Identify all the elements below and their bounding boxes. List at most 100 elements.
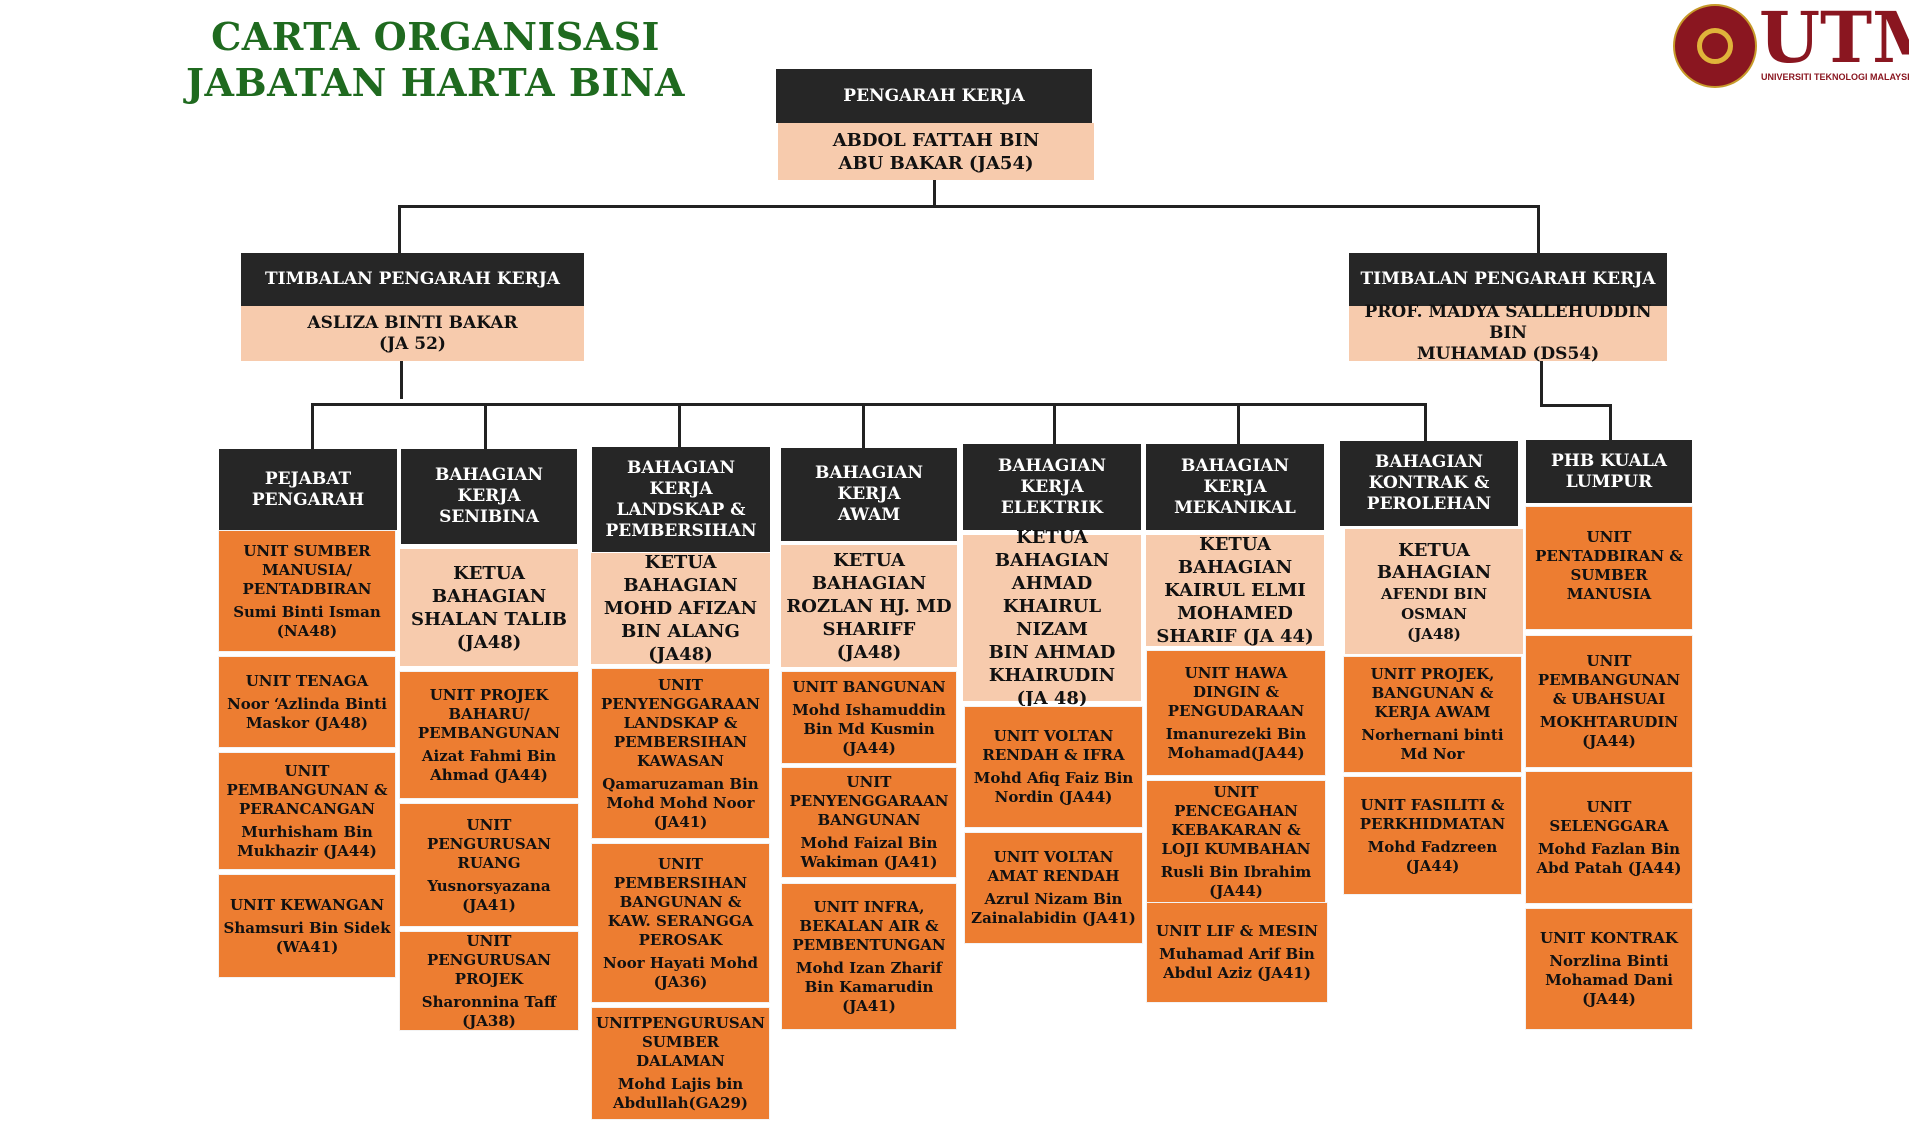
unit-person: Mohd Fadzreen (JA44) (1367, 837, 1498, 875)
chief-line: KETUA (644, 552, 717, 573)
unit-title: UNIT SUMBER MANUSIA/ PENTADBIRAN (242, 541, 372, 598)
division-header-line: BAHAGIAN (1374, 452, 1483, 472)
division-chief: KETUA BAHAGIAN AFENDI BIN OSMAN (JA48) (1345, 529, 1523, 654)
connector (1424, 403, 1427, 445)
chief-line: BAHAGIAN (994, 550, 1110, 571)
unit-person: Yusnorsyazana (JA41) (427, 876, 551, 914)
unit-box: UNIT LIF & MESIN Muhamad Arif Bin Abdul … (1146, 902, 1328, 1003)
unit-box: UNIT PENYENGGARAAN LANDSKAP & PEMBERSIHA… (591, 668, 770, 839)
utm-logo: UTM UNIVERSITI TEKNOLOGI MALAYSIA (1673, 0, 1909, 94)
division-chief: KETUA BAHAGIAN ROZLAN HJ. MD SHARIFF (JA… (781, 545, 957, 667)
unit-title: UNIT PROJEK BAHARU/ PEMBANGUNAN (417, 685, 561, 742)
unit-box: UNIT PEMBANGUNAN & PERANCANGAN Murhisham… (218, 752, 396, 870)
unit-box: UNIT SUMBER MANUSIA/ PENTADBIRAN Sumi Bi… (218, 530, 396, 652)
chart-title-line1: CARTA ORGANISASI (211, 14, 660, 59)
connector (1537, 205, 1540, 254)
unit-person: Muhamad Arif Bin Abdul Aziz (JA41) (1159, 945, 1315, 982)
unit-title: UNIT PEMBERSIHAN BANGUNAN & KAW. SERANGG… (607, 854, 754, 949)
division-header-line: KERJA (837, 484, 901, 504)
unit-box: UNIT BANGUNAN Mohd Ishamuddin Bin Md Kus… (781, 671, 957, 764)
chart-title-line2: JABATAN HARTA BINA (186, 60, 685, 105)
unit-box: UNIT SELENGGARA Mohd Fazlan Bin Abd Pata… (1525, 771, 1693, 904)
chief-line: (JA48) (648, 644, 713, 665)
division-header: BAHAGIAN KONTRAK & PEROLEHAN (1340, 441, 1518, 526)
unit-person: Norhernani binti Md Nor (1361, 726, 1504, 763)
deputy-role: TIMBALAN PENGARAH KERJA (1349, 253, 1667, 306)
director-name: ABDOL FATTAH BIN ABU BAKAR (JA54) (778, 123, 1094, 180)
unit-person: Sumi Binti Isman (NA48) (233, 602, 381, 640)
deputy-name-line1: ASLIZA BINTI BAKAR (307, 312, 518, 333)
connector (862, 403, 865, 449)
chief-line: KHAIRUL NIZAM (1002, 596, 1102, 640)
connector (484, 403, 487, 449)
chief-line: (JA 48) (1016, 688, 1088, 709)
chief-line: KHAIRUDIN (988, 665, 1116, 686)
division-header-line: PEMBERSIHAN (605, 520, 757, 541)
division-header-line: BAHAGIAN (1180, 455, 1289, 476)
unit-title: UNIT FASILITI & PERKHIDMATAN (1359, 795, 1506, 833)
division-header: BAHAGIAN KERJA LANDSKAP & PEMBERSIHAN (592, 447, 770, 552)
unit-box: UNIT KONTRAK Norzlina Binti Mohamad Dani… (1525, 908, 1693, 1030)
chief-line: AHMAD (1011, 573, 1093, 594)
unit-title: UNIT PEMBANGUNAN & PERANCANGAN (226, 761, 388, 818)
division-header-line: PENGARAH (251, 489, 365, 510)
connector (311, 403, 1427, 406)
unit-box: UNIT INFRA, BEKALAN AIR & PEMBENTUNGAN M… (781, 883, 957, 1030)
unit-person: Azrul Nizam Bin Zainalabidin (JA41) (971, 890, 1136, 927)
division-header: BAHAGIAN KERJA ELEKTRIK (963, 444, 1141, 530)
chief-line: KETUA (1398, 539, 1470, 561)
deputy-name-line2: MUHAMAD (DS54) (1416, 344, 1600, 364)
connector (398, 205, 1540, 208)
logo-subtitle: UNIVERSITI TEKNOLOGI MALAYSIA (1761, 72, 1909, 82)
unit-person: Shamsuri Bin Sidek (WA41) (223, 918, 391, 956)
division-header-line: BAHAGIAN (814, 463, 923, 483)
deputy-name: PROF. MADYA SALLEHUDDIN BIN MUHAMAD (DS5… (1349, 302, 1667, 364)
logo-text: UTM (1759, 0, 1909, 79)
chief-line: KAIRUL ELMI (1164, 580, 1306, 601)
unit-box: UNIT VOLTAN RENDAH & IFRA Mohd Afiq Faiz… (964, 706, 1143, 828)
division-header-line: LANDSKAP & (616, 499, 746, 520)
unit-title: UNIT INFRA, BEKALAN AIR & PEMBENTUNGAN (792, 897, 946, 954)
unit-title: UNIT PENTADBIRAN & SUMBER MANUSIA (1535, 528, 1683, 603)
chief-line: (JA48) (836, 641, 902, 663)
unit-title: UNIT PENYENGGARAAN LANDSKAP & PEMBERSIHA… (601, 675, 760, 770)
division-chief: KETUA BAHAGIAN SHALAN TALIB (JA48) (400, 549, 578, 666)
chief-line: (JA48) (1407, 624, 1461, 643)
unit-title: UNIT LIF & MESIN (1156, 922, 1318, 940)
unit-person: Mohd Faizal Bin Wakiman (JA41) (800, 834, 938, 871)
unit-person: Norzlina Binti Mohamad Dani (JA44) (1545, 952, 1673, 1008)
unit-title: UNIT VOLTAN RENDAH & IFRA (982, 727, 1125, 764)
connector (1609, 404, 1612, 440)
unit-box: UNIT PEMBERSIHAN BANGUNAN & KAW. SERANGG… (591, 843, 770, 1003)
division-chief: KETUA BAHAGIAN KAIRUL ELMI MOHAMED SHARI… (1146, 534, 1324, 647)
chart-title: CARTA ORGANISASI JABATAN HARTA BINA (186, 14, 685, 106)
unit-person: Qamaruzaman Bin Mohd Mohd Noor (JA41) (602, 774, 759, 831)
unit-person: Rusli Bin Ibrahim (JA44) (1160, 862, 1312, 900)
chief-line: BAHAGIAN (1376, 561, 1492, 583)
division-header-line: PEROLEHAN (1366, 494, 1492, 514)
chief-line: BAHAGIAN (811, 572, 927, 594)
deputy-name-line1: PROF. MADYA SALLEHUDDIN BIN (1364, 302, 1652, 343)
chief-line: BAHAGIAN (431, 585, 547, 607)
unit-person: Mohd Afiq Faiz Bin Nordin (JA44) (973, 769, 1134, 806)
connector (1053, 403, 1056, 446)
chief-line: BAHAGIAN (1177, 557, 1293, 578)
unit-title: UNIT PEMBANGUNAN & UBAHSUAI (1537, 652, 1681, 708)
division-header-line: MEKANIKAL (1174, 497, 1296, 518)
connector (678, 403, 681, 448)
connector (1237, 403, 1240, 446)
unit-person: Mohd Fazlan Bin Abd Patah (JA44) (1536, 839, 1682, 877)
unit-person: Noor Hayati Mohd (JA36) (602, 953, 759, 991)
connector (398, 205, 401, 254)
division-header-line: BAHAGIAN (997, 455, 1106, 476)
connector (400, 361, 403, 399)
unit-box: UNIT PENTADBIRAN & SUMBER MANUSIA (1525, 506, 1693, 630)
unit-title: UNIT HAWA DINGIN & PENGUDARAAN (1167, 663, 1305, 720)
unit-box: UNIT PENGURUSAN PROJEK Sharonnina Taff (… (399, 931, 579, 1031)
chief-line: OSMAN (1401, 604, 1467, 623)
unit-box: UNIT HAWA DINGIN & PENGUDARAAN Imanureze… (1146, 650, 1326, 776)
unit-person: Mohd Ishamuddin Bin Md Kusmin (JA44) (792, 700, 946, 757)
connector (933, 180, 936, 206)
unit-person: Mohd Izan Zharif Bin Kamarudin (JA41) (795, 958, 943, 1015)
division-header-line: PEJABAT (264, 468, 352, 489)
